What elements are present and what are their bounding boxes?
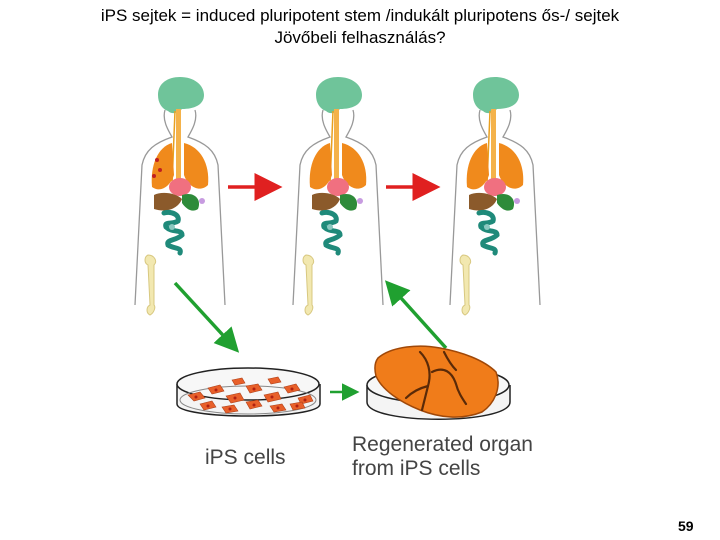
diseased-spots xyxy=(152,158,162,178)
body-figure-1 xyxy=(135,77,225,315)
slide-subtitle: Jövőbeli felhasználás? xyxy=(274,28,446,47)
green-arrow-up xyxy=(384,280,448,350)
caption-regenerated-organ: Regenerated organ from iPS cells xyxy=(352,433,533,481)
petri-dish-ips-cells xyxy=(176,367,321,417)
petri-dish-regenerated-organ xyxy=(366,345,511,420)
page-number: 59 xyxy=(678,518,694,534)
green-arrow-down xyxy=(173,281,240,353)
body-figure-3 xyxy=(450,77,540,315)
caption-organ-line1: Regenerated organ xyxy=(352,433,533,456)
slide-title: iPS sejtek = induced pluripotent stem /i… xyxy=(100,6,620,25)
body-figure-2 xyxy=(293,77,383,315)
caption-ips-cells: iPS cells xyxy=(205,446,286,469)
caption-organ-line2: from iPS cells xyxy=(352,457,481,480)
